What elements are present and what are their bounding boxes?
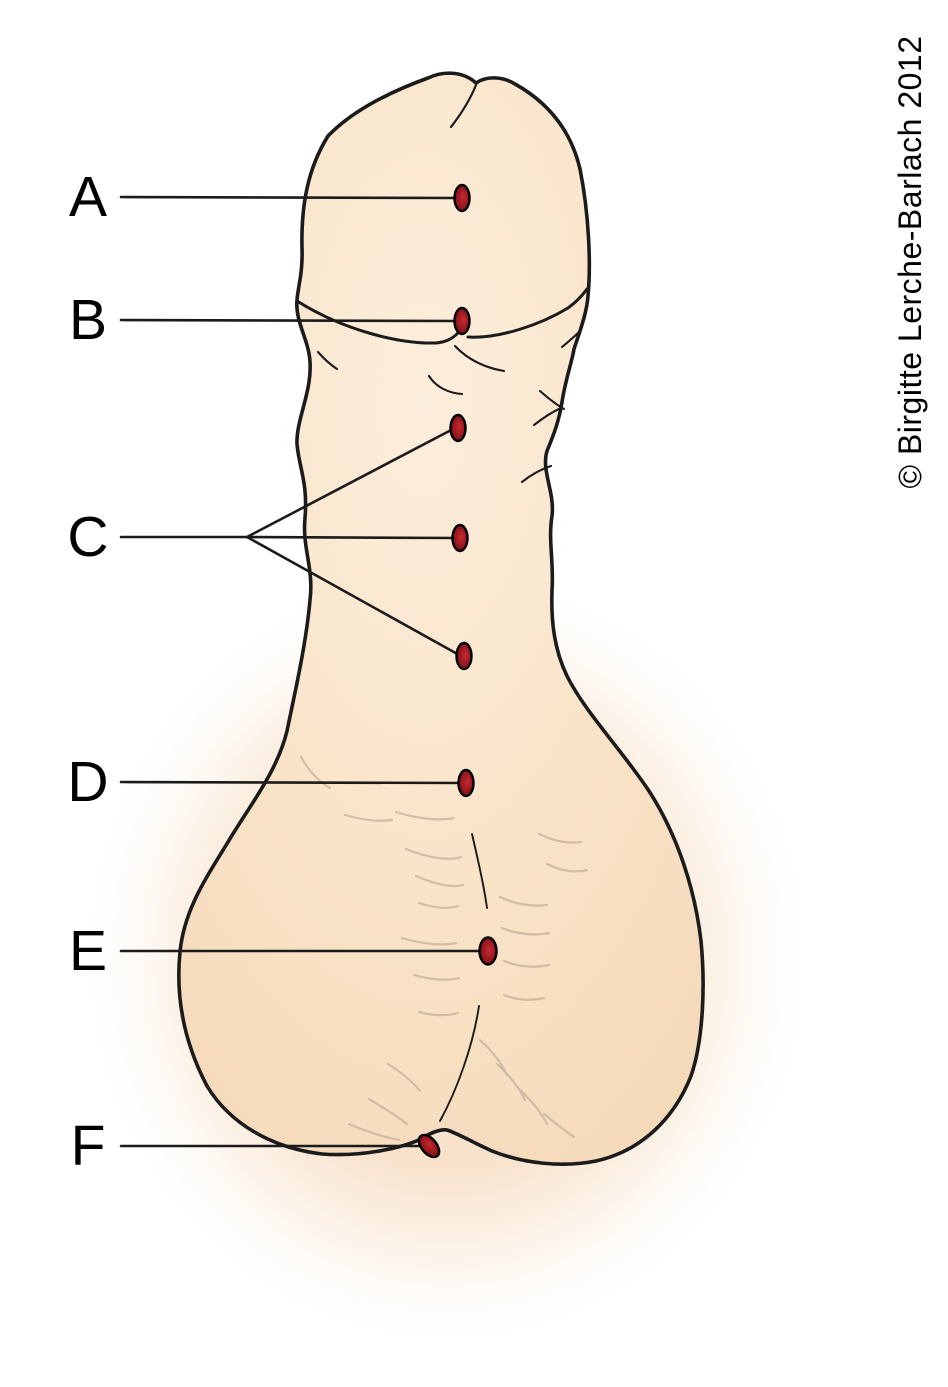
leader-line-C: [245, 535, 459, 540]
copyright-text: © Birgitte Lerche-Barlach 2012: [892, 35, 928, 488]
site-marker-C: [449, 413, 467, 443]
label-D: D: [67, 750, 108, 814]
site-marker-D: [457, 768, 475, 798]
site-marker-C: [455, 641, 473, 671]
leader-line-C: [245, 535, 463, 658]
label-F: F: [71, 1114, 106, 1178]
glans-cleft-line: [449, 83, 478, 129]
leader-line-D: [119, 780, 465, 785]
site-marker-E: [478, 936, 498, 966]
site-marker-B: [453, 306, 471, 336]
label-C: C: [67, 505, 108, 569]
site-marker-F: [417, 1133, 441, 1159]
scrotal-raphe-line: [439, 833, 488, 1122]
shaft-fold-lines: [316, 330, 581, 484]
leader-line-C: [245, 426, 457, 539]
site-marker-C: [451, 523, 469, 553]
label-E: E: [69, 919, 107, 983]
annotations-layer: AB C D E F: [67, 165, 498, 1178]
site-marker-A: [453, 183, 471, 213]
label-A: A: [69, 165, 107, 229]
body-outline: [177, 71, 705, 1166]
leader-line-A: [119, 195, 461, 200]
label-B: B: [69, 288, 107, 352]
scrotal-wrinkle-lines: [299, 755, 589, 1142]
leader-line-B: [119, 318, 461, 323]
